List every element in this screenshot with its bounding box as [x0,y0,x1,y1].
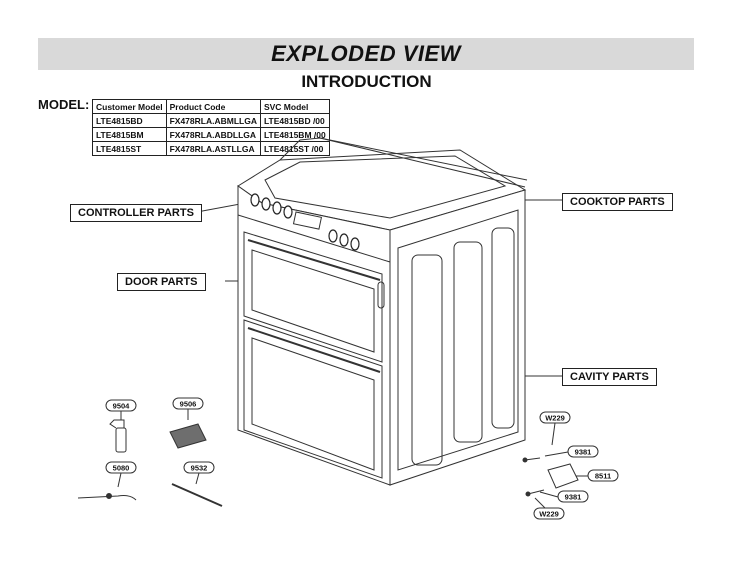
part-number-9381-bottom: 9381 [565,493,582,502]
upper-door [243,231,383,363]
screw-head-icon [522,457,528,463]
support-rod-icon [171,483,223,507]
part-number-8511: 8511 [595,472,611,481]
part-number-w229-top: W229 [545,414,565,423]
table-cell: LTE4815ST /00 [259,141,330,156]
side-insulation-1 [411,254,443,466]
cavity-parts-callout[interactable]: CAVITY PARTS [562,368,657,386]
page-title: EXPLODED VIEW [271,41,461,66]
lower-door [243,319,383,479]
control-knob [350,237,360,251]
screw-head-icon [525,491,531,497]
side-insulation-2 [453,241,483,443]
part-number-9504: 9504 [113,402,131,411]
upper-door-handle [247,239,381,281]
part-number-9506: 9506 [180,400,197,409]
display-window [292,211,323,230]
part-leader-line [117,472,122,488]
control-knob [339,233,349,247]
model-table: Customer Model Product Code SVC Model LT… [92,99,330,156]
lower-door-handle [247,327,381,373]
upper-door-window [251,249,375,353]
control-knob [250,193,260,207]
control-knob [283,205,293,219]
control-knob [272,201,282,215]
part-leader-line [539,491,559,498]
part-leader-line [534,497,546,509]
part-leader-line [551,422,556,446]
part-leader-line [195,472,200,485]
part-label-9381-top [567,445,599,458]
table-row: LTE4815BD FX478RLA.ABMLLGA LTE4815BD /00 [92,113,330,128]
range-side [389,189,526,486]
controller-parts-callout[interactable]: CONTROLLER PARTS [70,204,202,222]
rear-trim-edge [319,137,528,181]
model-label: MODEL: [38,97,90,112]
hinge-screw-icon [527,489,545,495]
part-number-9381-top: 9381 [575,448,592,457]
hinge-bracket-icon [547,463,579,489]
table-row: LTE4815ST FX478RLA.ASTLLGA LTE4815ST /00 [92,141,330,156]
spray-bottle-icon [115,427,127,453]
side-insulation-3 [491,227,515,429]
cleaning-pad-icon [169,423,207,449]
control-knob [328,229,338,243]
glass-cooktop [264,155,507,219]
hinge-screw-icon [524,457,541,461]
part-number-w229-bottom: W229 [539,510,559,519]
spray-nozzle-icon [109,419,125,429]
page-subtitle: INTRODUCTION [301,72,432,91]
power-cable-icon [77,495,137,501]
part-number-9532: 9532 [191,464,208,473]
part-label-w229-bottom [533,507,565,520]
rear-trim [279,137,526,188]
control-knob [261,197,271,211]
lower-door-window [251,337,375,471]
cable-connector-icon [106,493,112,499]
part-number-5080: 5080 [113,464,130,473]
part-leader-line [544,451,569,457]
side-panel-frame [397,209,519,471]
title-banner: EXPLODED VIEW [38,38,694,70]
cooktop-parts-callout[interactable]: COOKTOP PARTS [562,193,673,211]
door-parts-callout[interactable]: DOOR PARTS [117,273,206,291]
table-cell: FX478RLA.ASTLLGA [165,141,261,156]
side-hinge [377,281,385,309]
